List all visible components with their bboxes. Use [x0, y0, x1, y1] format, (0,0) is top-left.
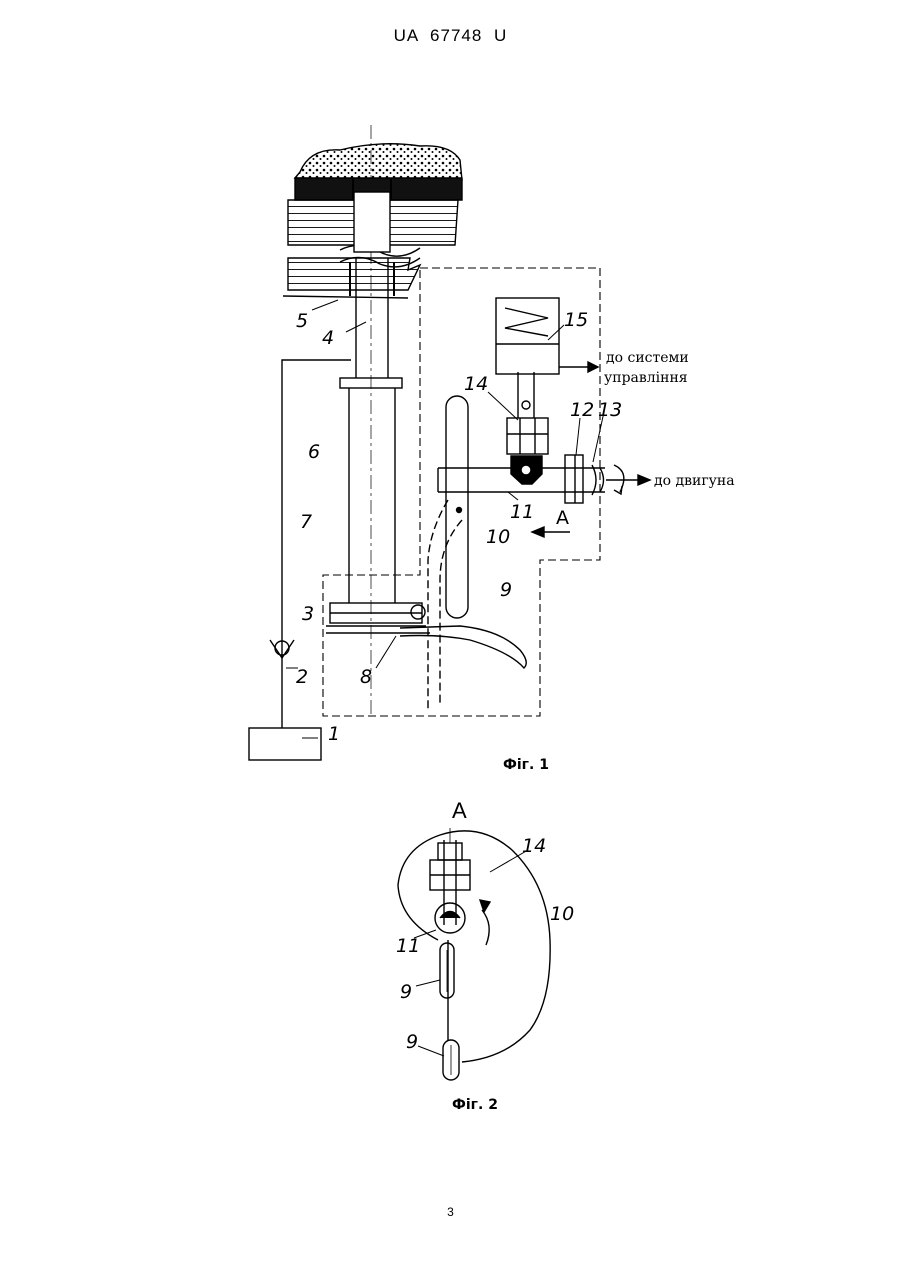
- fig2-label-10: 10: [550, 903, 574, 925]
- label-3: 3: [302, 603, 314, 625]
- view-title-a: А: [452, 798, 467, 823]
- label-6: 6: [308, 441, 320, 463]
- view-marker-a: А: [556, 507, 569, 529]
- label-2: 2: [296, 666, 308, 688]
- fig2-label-14: 14: [522, 835, 546, 857]
- label-4: 4: [322, 327, 334, 349]
- label-15: 15: [564, 309, 588, 331]
- annotation-to-control-2: управління: [604, 370, 688, 386]
- fig2-label-9b: 9: [406, 1031, 418, 1053]
- figure-2: [398, 828, 554, 1080]
- annotation-to-control: до системи: [606, 350, 689, 366]
- figure-2-labels: А 14 10 11 9 9: [396, 798, 574, 1053]
- label-7: 7: [300, 511, 312, 533]
- label-11: 11: [510, 501, 534, 523]
- figure-2-caption: Фіг. 2: [452, 1097, 498, 1113]
- label-10: 10: [486, 526, 510, 548]
- fig2-label-9a: 9: [400, 981, 412, 1003]
- label-14: 14: [464, 373, 488, 395]
- label-1: 1: [328, 723, 340, 745]
- fig2-label-11: 11: [396, 935, 420, 957]
- annotation-to-motor: до двигуна: [654, 473, 735, 489]
- label-13: 13: [598, 399, 622, 421]
- label-8: 8: [360, 666, 372, 688]
- label-5: 5: [296, 310, 308, 332]
- label-12: 12: [570, 399, 594, 421]
- label-9: 9: [500, 579, 512, 601]
- figure-1-caption: Фіг. 1: [503, 757, 549, 773]
- page-number: 3: [0, 1205, 901, 1219]
